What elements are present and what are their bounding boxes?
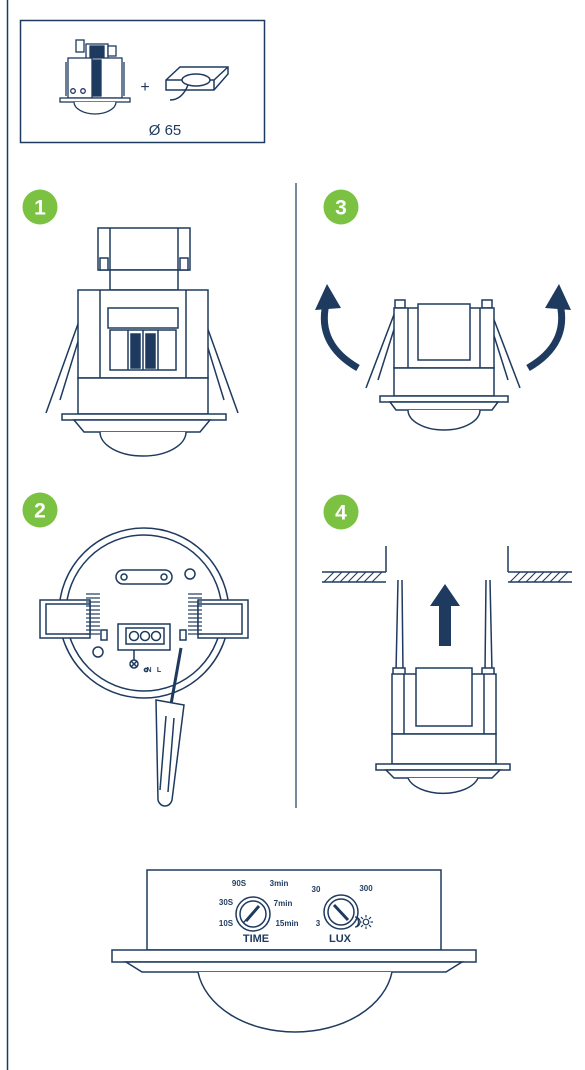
step4-insert-arrow xyxy=(430,584,460,646)
lux-sun-icon xyxy=(359,915,373,929)
time-mark-15min: 15min xyxy=(275,919,298,928)
step-badge-2: 2 xyxy=(22,492,58,528)
kit-diameter-label: Ø 65 xyxy=(149,122,182,139)
step-badge-4: 4 xyxy=(323,494,359,530)
time-mark-10s: 10S xyxy=(219,919,234,928)
step-badge-circle xyxy=(323,189,359,225)
step2-sensor-rear-view xyxy=(39,527,249,699)
kit-plus: + xyxy=(140,79,149,96)
step3-rotate-left-arrow xyxy=(315,284,360,372)
page-border xyxy=(6,0,9,1070)
time-label: TIME xyxy=(243,933,269,945)
step-number: 1 xyxy=(34,197,46,220)
lux-mark-300: 300 xyxy=(359,884,373,893)
lux-mark-30: 30 xyxy=(312,885,321,894)
lux-label: LUX xyxy=(329,933,352,945)
step-number: 3 xyxy=(335,197,347,220)
step1-sensor-side-view xyxy=(45,227,239,457)
step4-sensor-upright-view xyxy=(375,579,511,795)
time-mark-7min: 7min xyxy=(274,899,293,908)
kit-sensor-image xyxy=(59,39,131,115)
step4-ceiling-cutout xyxy=(322,546,572,583)
step3-rotate-right-arrow xyxy=(526,284,571,372)
time-mark-90s: 90S xyxy=(232,879,247,888)
step-badge-1: 1 xyxy=(22,189,58,225)
step-badge-circle xyxy=(22,492,58,528)
screwdriver-image xyxy=(155,647,185,807)
lux-moon-icon xyxy=(354,916,361,928)
lux-mark-3: 3 xyxy=(316,919,321,928)
lux-dial xyxy=(323,894,359,930)
time-mark-30s: 30S xyxy=(219,898,234,907)
step-badge-3: 3 xyxy=(323,189,359,225)
step-badge-circle xyxy=(22,189,58,225)
kit-frame xyxy=(19,19,266,144)
kit-mount-box-image xyxy=(165,66,229,101)
step-badge-circle xyxy=(323,494,359,530)
kit-box: + Ø 65 xyxy=(19,19,266,144)
time-mark-3min: 3min xyxy=(270,879,289,888)
step-number: 4 xyxy=(335,502,347,525)
step-number: 2 xyxy=(34,500,46,523)
terminal-label-l: L xyxy=(157,667,162,674)
time-dial xyxy=(235,896,271,932)
step3-sensor-clips-view xyxy=(365,299,521,431)
front-panel-view xyxy=(111,869,477,1033)
terminal-label-n: N xyxy=(146,667,151,674)
